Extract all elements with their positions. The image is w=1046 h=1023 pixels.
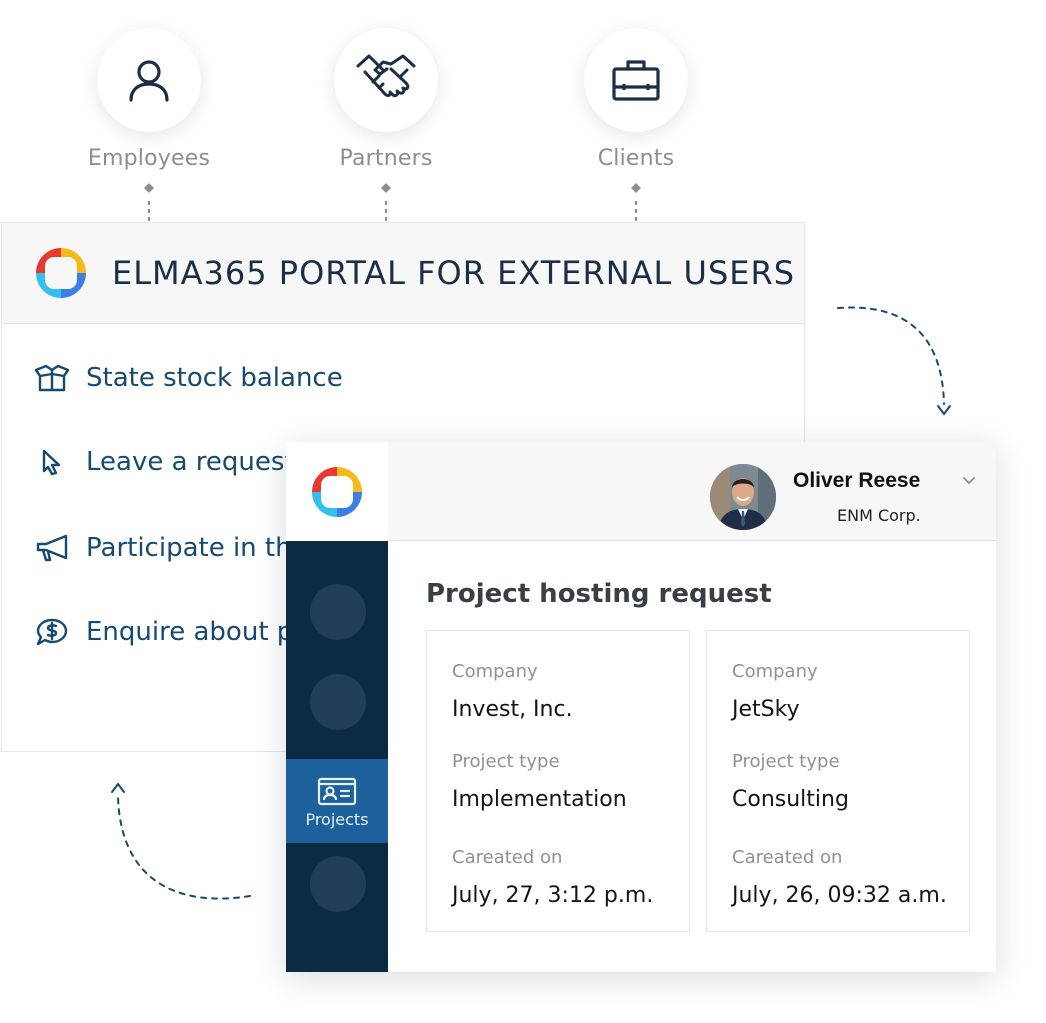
connector-line [381,183,391,223]
sidebar-item-placeholder[interactable] [310,856,366,912]
portal-item-label: Participate in the [86,533,308,563]
audience-label: Partners [339,146,433,171]
portal-item-enquire[interactable]: Enquire about pr [34,617,304,647]
app-logo-cell[interactable] [286,442,388,541]
portal-item-label: Leave a request [86,447,295,477]
elma-logo-icon [312,466,362,517]
id-card-icon [317,777,357,805]
portal-item-stock[interactable]: State stock balance [34,363,343,393]
portal-item-label: State stock balance [86,363,343,393]
employees-circle [97,28,201,132]
avatar[interactable] [710,464,776,530]
audience-label: Employees [87,146,211,171]
connector-line [631,183,641,223]
portal-item-label: Enquire about pr [86,617,304,647]
clients-circle [584,28,688,132]
connector-line [144,183,154,223]
page-title: Project hosting request [426,579,772,609]
field-label: Company [732,661,818,682]
field-value: July, 27, 3:12 p.m. [452,883,654,908]
field-value: July, 26, 09:32 a.m. [732,883,947,908]
cursor-icon [42,449,61,476]
field-label: Project type [732,751,840,772]
sidebar: Projects [286,541,388,972]
briefcase-icon [612,60,660,101]
elma-logo-icon [36,248,86,298]
dashed-arrow-left [111,782,251,900]
app-topbar [388,442,996,541]
handshake-icon [356,54,416,98]
audience-label: Clients [597,146,675,171]
dollar-chat-icon [36,618,68,646]
field-label: Company [452,661,538,682]
sidebar-item-label: Projects [305,809,369,829]
dashed-arrow-right [837,306,951,416]
portal-item-request[interactable]: Leave a request [34,447,295,477]
audience-employees: Employees [88,28,210,223]
megaphone-icon [36,534,68,562]
field-label: Careated on [732,847,843,868]
field-value: JetSky [732,697,800,722]
sidebar-item-projects[interactable]: Projects [286,759,388,843]
portal-item-participate[interactable]: Participate in the [34,533,308,563]
audience-clients: Clients [584,28,688,223]
request-card[interactable]: Company JetSky Project type Consulting C… [706,630,970,932]
portal-header: ELMA365 PORTAL FOR EXTERNAL USERS [2,223,804,324]
partners-circle [334,28,438,132]
user-company: ENM Corp. [837,506,921,525]
person-icon [129,60,169,102]
box-icon [34,364,70,392]
field-label: Project type [452,751,560,772]
audience-partners: Partners [334,28,438,223]
field-value: Implementation [452,787,627,812]
app-window: Oliver Reese ENM Corp. Projects Project … [286,442,996,972]
field-value: Invest, Inc. [452,697,573,722]
sidebar-item-placeholder[interactable] [310,674,366,730]
chevron-down-icon[interactable] [962,476,976,486]
field-value: Consulting [732,787,849,812]
request-card[interactable]: Company Invest, Inc. Project type Implem… [426,630,690,932]
field-label: Careated on [452,847,563,868]
sidebar-item-placeholder[interactable] [310,584,366,640]
portal-title: ELMA365 PORTAL FOR EXTERNAL USERS [112,254,796,292]
user-name[interactable]: Oliver Reese [793,469,921,492]
user-photo [710,464,776,530]
